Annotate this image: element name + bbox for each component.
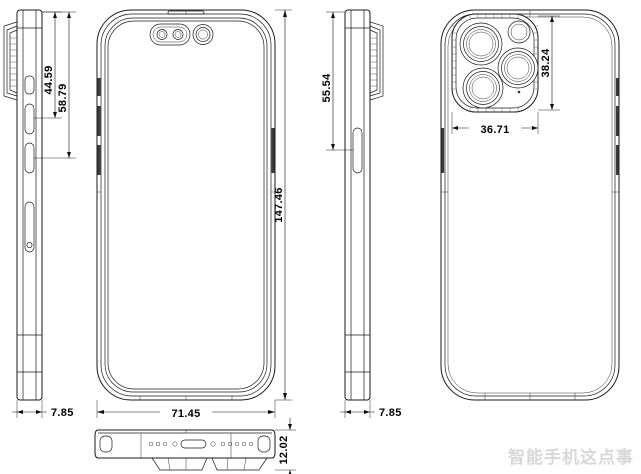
- volume-down-edge: [97, 145, 101, 175]
- dim-7-85-left-label: 7.85: [51, 407, 74, 419]
- front-view: 147.46 71.45: [96, 9, 292, 420]
- dim-12-02: 12.02: [275, 418, 296, 474]
- camera-module: [451, 13, 539, 113]
- dim-38-24-label: 38.24: [540, 48, 552, 78]
- dim-147-46: 147.46: [273, 9, 292, 401]
- power-button-edge: [271, 128, 275, 173]
- camera-lens-1: [459, 22, 503, 66]
- speaker-holes-left: [148, 441, 168, 447]
- dim-55-54: 55.54: [321, 11, 353, 151]
- camera-flash: [507, 20, 531, 44]
- watermark: 智能手机这点事: [508, 448, 634, 468]
- bottom-corner-left: [99, 435, 113, 453]
- bottom-view: 12.02: [94, 418, 296, 474]
- rear-volume-edge: [441, 128, 445, 173]
- dim-58-79-label: 58.79: [57, 83, 69, 112]
- dim-71-45-label: 71.45: [171, 408, 200, 420]
- bottom-rear-ledge: [151, 457, 268, 471]
- dim-38-24: 38.24: [538, 15, 560, 111]
- microphone-hole-right: [210, 441, 216, 447]
- camera-lens-2: [462, 67, 504, 109]
- dim-7-85-left: 7.85: [12, 400, 74, 419]
- dynamic-island: [149, 23, 191, 46]
- microphone-hole-left: [172, 441, 178, 447]
- right-side-view: 55.54 7.85: [321, 9, 402, 419]
- speaker-holes-right: [220, 441, 254, 447]
- dim-12-02-label: 12.02: [278, 435, 290, 464]
- front-camera: [192, 24, 214, 45]
- dim-36-71-label: 36.71: [480, 124, 509, 136]
- power-button: [352, 127, 363, 174]
- rear-volup-edge: [616, 106, 619, 136]
- dim-7-85-right: 7.85: [340, 400, 402, 419]
- lidar-sensor: [517, 90, 521, 94]
- rear-view: 38.24 36.71: [440, 9, 620, 401]
- mute-switch-edge: [97, 78, 101, 96]
- dim-44-59-label: 44.59: [43, 65, 55, 94]
- dim-147-46-label: 147.46: [273, 187, 285, 222]
- dim-55-54-label: 55.54: [321, 73, 333, 103]
- charging-port: [180, 439, 207, 449]
- camera-lens-3: [497, 47, 539, 89]
- dim-58-79: 58.79: [34, 11, 76, 159]
- camera-bump-stack: [3, 21, 18, 101]
- camera-bump-stack-right: [369, 21, 384, 101]
- rear-voldn-edge: [616, 145, 619, 175]
- left-side-view: 44.59 58.79 7.85: [3, 9, 76, 419]
- rear-mute-edge: [616, 78, 619, 96]
- dim-71-45: 71.45: [96, 400, 276, 420]
- dim-7-85-right-label: 7.85: [379, 407, 402, 419]
- bottom-corner-right: [257, 435, 271, 453]
- dim-36-71: 36.71: [451, 112, 539, 136]
- volume-up-edge: [97, 106, 101, 136]
